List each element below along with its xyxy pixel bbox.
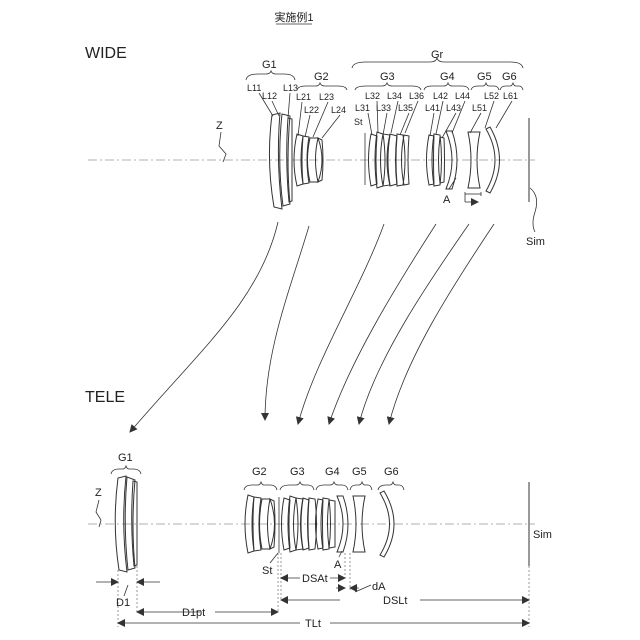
wide-g3-label: G3 <box>380 71 395 83</box>
wide-g1-elements <box>269 113 292 209</box>
dim-d1-label: D1 <box>116 597 130 609</box>
wide-g6-label: G6 <box>502 71 517 83</box>
tele-image-plane-label: Sim <box>533 529 552 541</box>
wide-lens-label: L22 <box>304 105 319 115</box>
wide-gr-brace <box>352 58 523 68</box>
wide-lens-label: L11 <box>247 83 261 93</box>
tele-a-mark: A <box>334 559 342 571</box>
tele-g5-label: G5 <box>352 466 367 478</box>
wide-axis-label: Z <box>216 120 223 132</box>
wide-lens-label: L12 <box>262 91 277 101</box>
tele-mode-label: TELE <box>85 389 125 406</box>
tele-configuration: TELE Z G1 G2 G3 G4 G5 G6 <box>85 389 552 630</box>
tele-g6-label: G6 <box>384 466 399 478</box>
wide-g4-label: G4 <box>440 71 455 83</box>
wide-g5-label: G5 <box>477 71 492 83</box>
wide-lens-label: L43 <box>446 103 461 113</box>
wide-lens-label: L42 <box>433 91 448 101</box>
wide-a-mark: A <box>443 194 451 206</box>
tele-g4-label: G4 <box>325 466 340 478</box>
wide-lens-label: L35 <box>398 103 413 113</box>
wide-lens-label: L61 <box>503 91 518 101</box>
wide-lens-label: L31 <box>355 103 370 113</box>
wide-lens-label: L36 <box>409 91 424 101</box>
wide-lens-label: L41 <box>425 103 440 113</box>
dim-dslt-label: DSLt <box>383 595 407 607</box>
wide-g2-brace <box>297 83 347 90</box>
tele-g3-label: G3 <box>290 466 305 478</box>
tele-g3-brace <box>280 482 314 490</box>
wide-lens-label: L52 <box>484 91 499 101</box>
wide-lens-label: L51 <box>472 103 487 113</box>
tele-g6-brace <box>378 482 404 490</box>
wide-image-plane-label: Sim <box>526 236 545 248</box>
wide-g4-brace <box>424 83 469 90</box>
wide-g5-brace <box>471 83 499 90</box>
figure-title: 実施例1 <box>274 10 313 24</box>
wide-g1-label: G1 <box>262 59 277 71</box>
tele-g4-brace <box>316 482 348 490</box>
tele-axis-label: Z <box>95 487 102 499</box>
tele-g2-brace <box>244 482 277 490</box>
wide-lens-label: L33 <box>376 103 391 113</box>
tele-g1-label: G1 <box>118 452 133 464</box>
wide-lens-label: L23 <box>319 92 334 102</box>
wide-lens-label: L21 <box>296 92 311 102</box>
wide-g1-brace <box>246 71 295 80</box>
wide-configuration: WIDE Z G1 G2 Gr G3 G4 G5 G6 L11 L12 L13 … <box>85 45 545 248</box>
tele-stop-label: St <box>262 565 272 577</box>
zoom-movement-arrows <box>130 222 494 432</box>
tele-g5-brace <box>350 482 372 490</box>
wide-lens-label: L44 <box>455 91 470 101</box>
dim-dsat-label: DSAt <box>302 573 328 585</box>
wide-g3-brace <box>355 83 421 90</box>
wide-lens-label: L34 <box>387 91 402 101</box>
wide-g2-label: G2 <box>314 71 329 83</box>
tele-g1-brace <box>111 466 141 474</box>
dim-d1pt-label: D1pt <box>182 607 205 619</box>
wide-g6-brace <box>500 83 523 90</box>
wide-lens-label: L24 <box>331 105 346 115</box>
wide-lens-label: L32 <box>365 91 380 101</box>
tele-dimensions: D1 D1pt DSAt dA DSLt TLt <box>96 573 529 630</box>
dim-da-label: dA <box>372 581 386 593</box>
tele-g2-label: G2 <box>252 466 267 478</box>
dim-tlt-label: TLt <box>305 618 321 630</box>
wide-mode-label: WIDE <box>85 45 127 62</box>
wide-stop-label: St <box>354 117 363 127</box>
